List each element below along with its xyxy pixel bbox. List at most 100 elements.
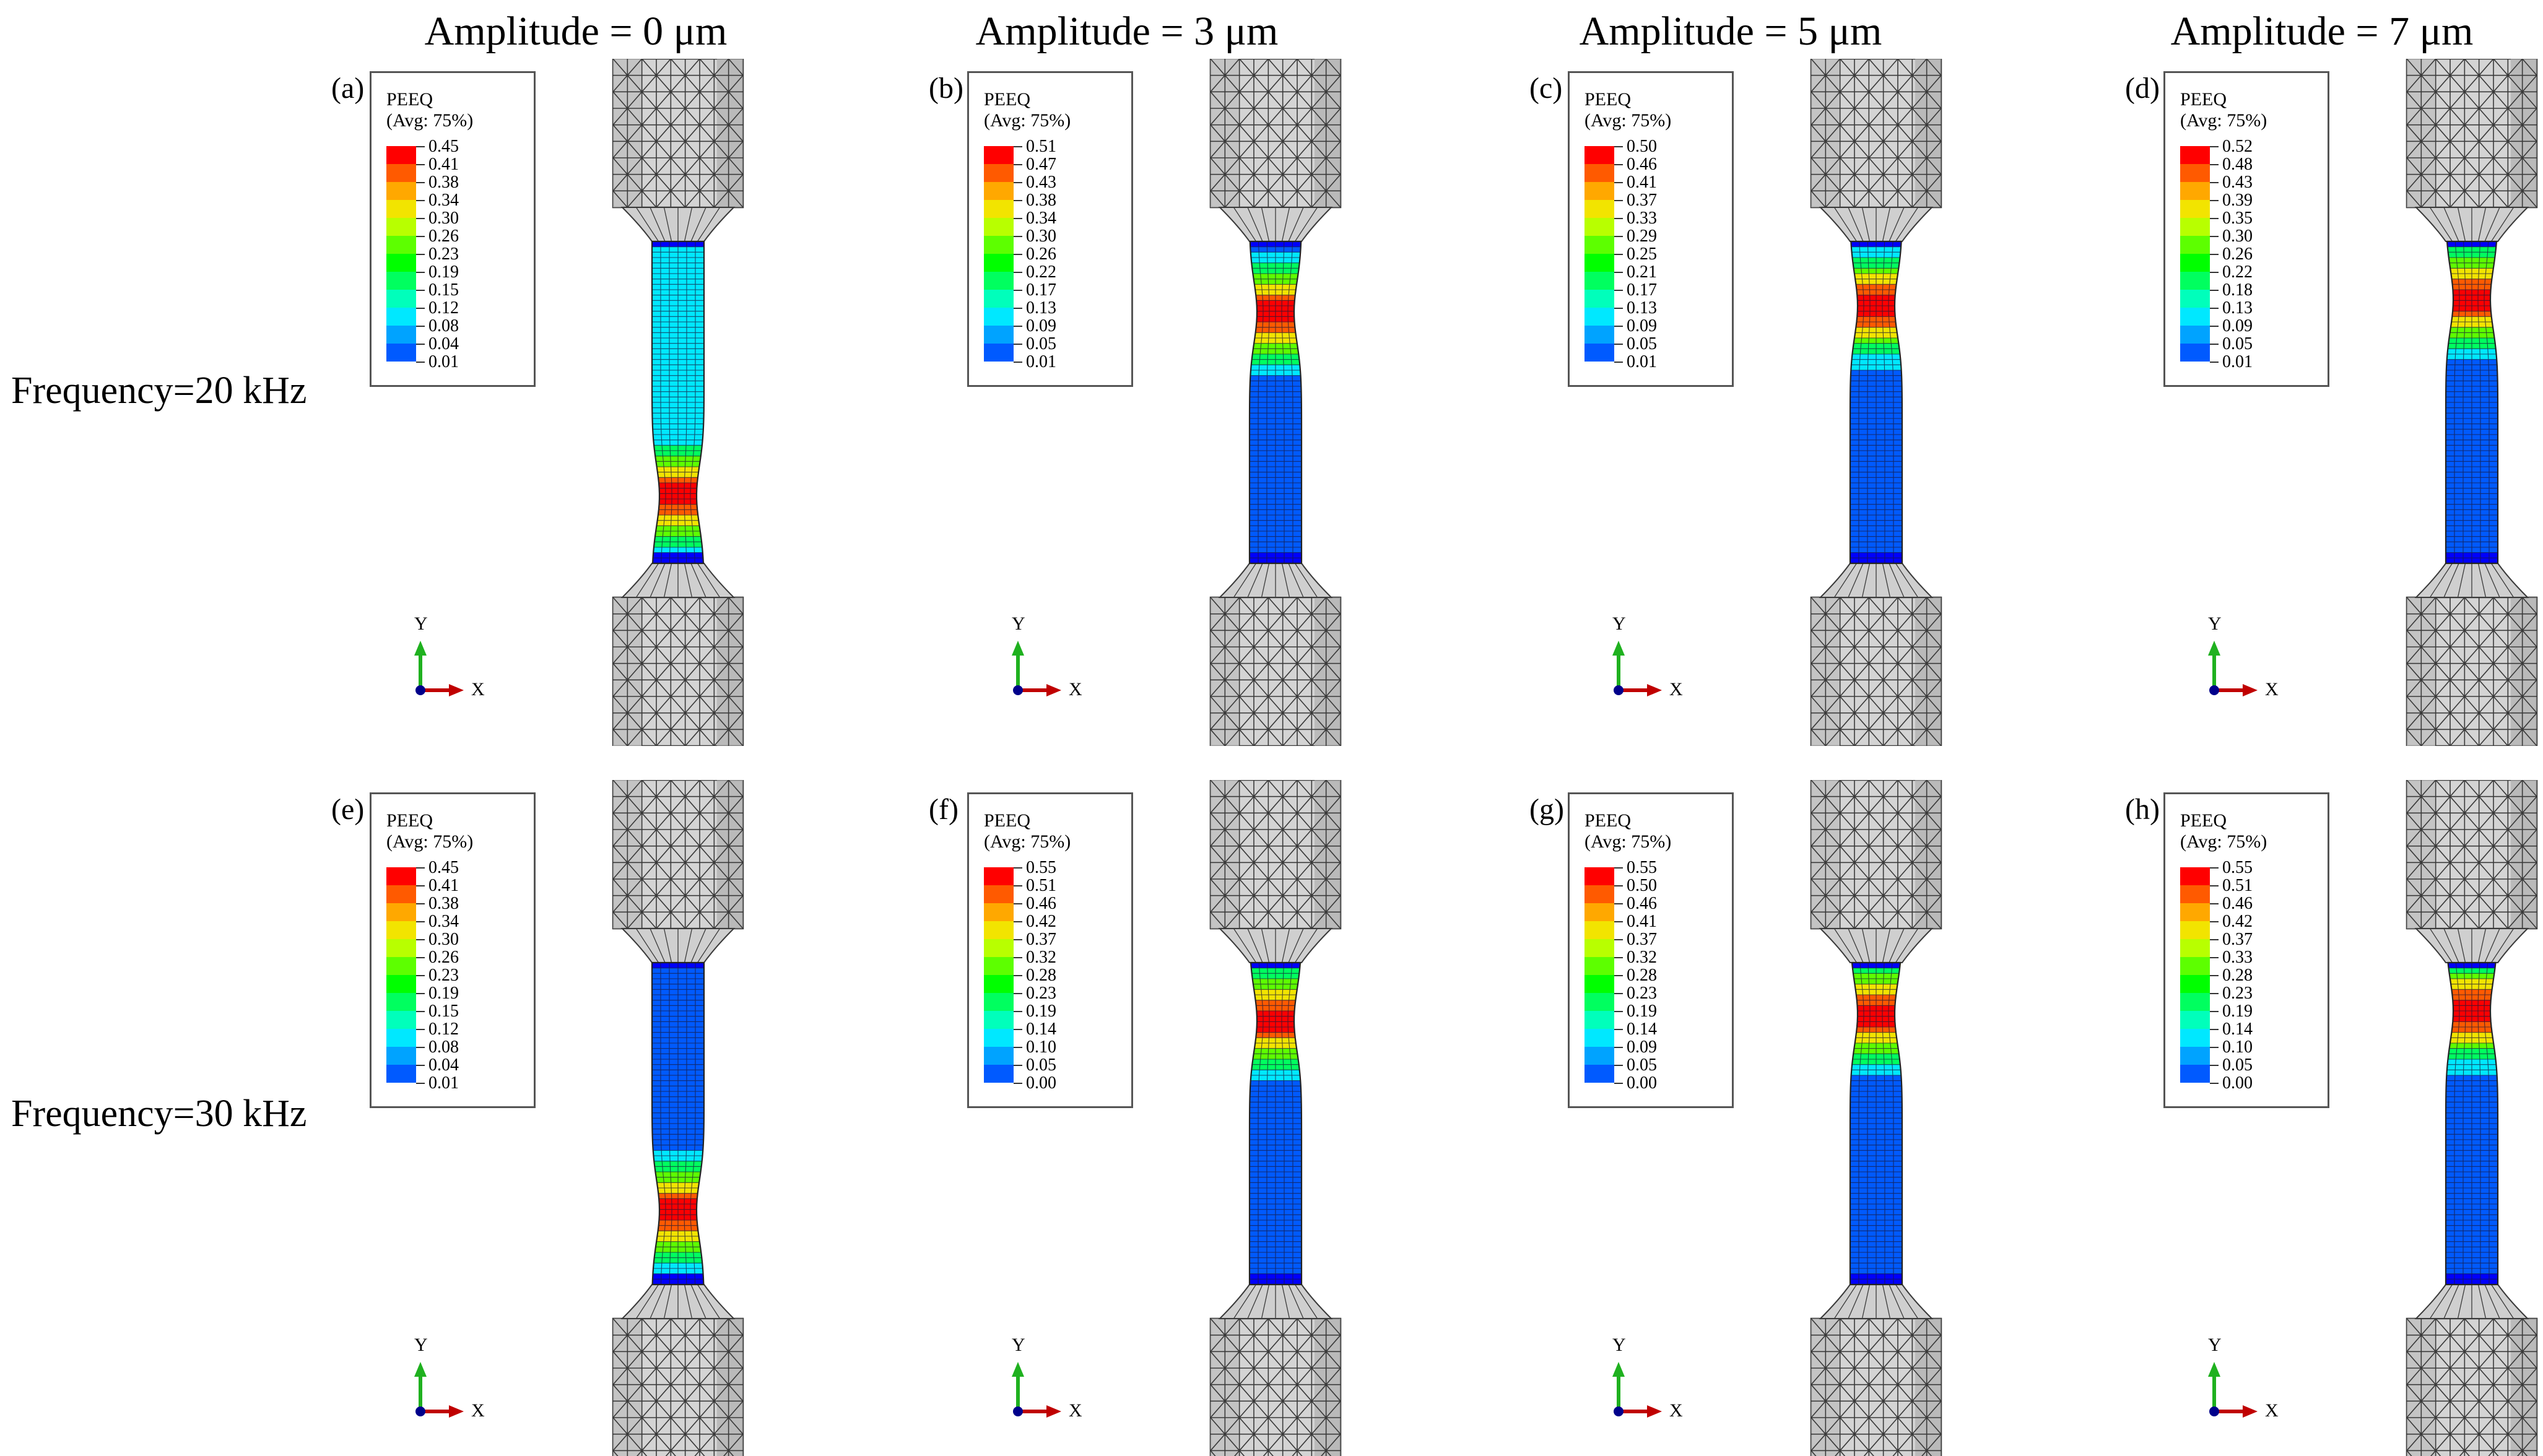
column-header-amp-7: Amplitude = 7 μm [2170, 9, 2474, 54]
row-header-30khz: Frequency=30 kHz [11, 1093, 307, 1135]
x-axis-label: X [1069, 679, 1082, 700]
legend-tick [1614, 290, 1623, 291]
legend-subtitle: (Avg: 75%) [2180, 831, 2267, 852]
legend-value: 0.12 [428, 1020, 459, 1039]
legend-value: 0.33 [1627, 209, 1657, 228]
legend-tick [416, 290, 425, 291]
top-grip [1810, 59, 1942, 209]
legend-value: 0.30 [2222, 227, 2253, 246]
legend-value: 0.38 [428, 894, 459, 913]
legend-tick [1014, 1065, 1022, 1066]
legend-tick [1614, 1083, 1623, 1084]
legend-swatch [984, 218, 1014, 236]
legend-subtitle: (Avg: 75%) [2180, 110, 2267, 131]
legend-value: 0.28 [2222, 966, 2253, 985]
legend-swatch [984, 1047, 1014, 1065]
legend-swatch [2180, 993, 2210, 1011]
legend-value: 0.23 [428, 966, 459, 985]
legend-tick [416, 885, 425, 886]
legend-swatch [2180, 200, 2210, 218]
legend-value: 0.23 [2222, 984, 2253, 1003]
legend-tick [1614, 993, 1623, 994]
legend-tick [2210, 1047, 2219, 1048]
panel-letter: (a) [331, 72, 365, 105]
legend-tick [416, 272, 425, 273]
legend-value: 0.29 [1627, 227, 1657, 246]
legend-value: 0.13 [2222, 298, 2253, 318]
legend-title: PEEQ [1584, 89, 1631, 110]
row-header-20khz: Frequency=20 kHz [11, 370, 307, 412]
y-axis-label: Y [2208, 1335, 2222, 1355]
tensile-specimen [2406, 59, 2538, 746]
legend-tick [416, 146, 425, 147]
legend-title: PEEQ [984, 89, 1030, 110]
legend-value: 0.26 [428, 227, 459, 246]
legend-swatch [2180, 272, 2210, 290]
bottom-grip [1810, 1317, 1942, 1456]
legend-swatch [386, 885, 416, 903]
legend-tick [1614, 903, 1623, 904]
legend-swatch [984, 272, 1014, 290]
legend-value: 0.15 [428, 280, 459, 300]
legend-tick [1614, 254, 1623, 255]
bottom-grip [1209, 1317, 1342, 1456]
bottom-grip [612, 596, 744, 746]
legend-value: 0.17 [1026, 280, 1056, 300]
legend-value: 0.23 [428, 245, 459, 264]
top-grip [1810, 780, 1942, 930]
legend-tick [1014, 308, 1022, 309]
x-axis-label: X [1669, 1400, 1683, 1421]
legend-tick [416, 867, 425, 869]
legend-swatch [386, 1047, 416, 1065]
legend-tick [1014, 993, 1022, 994]
legend-subtitle: (Avg: 75%) [984, 110, 1071, 131]
axis-origin [2209, 1406, 2219, 1416]
x-axis-arrowhead [1647, 1405, 1662, 1418]
y-axis-label: Y [1612, 1335, 1626, 1355]
legend-subtitle: (Avg: 75%) [386, 831, 474, 852]
x-axis-arrowhead [1046, 684, 1061, 696]
legend-swatch [984, 975, 1014, 993]
legend-tick [416, 200, 425, 201]
panel-letter: (c) [1529, 72, 1563, 105]
legend-value: 0.09 [2222, 316, 2253, 336]
legend-tick [2210, 867, 2219, 869]
legend-swatch [984, 1065, 1014, 1083]
legend-swatch [2180, 308, 2210, 326]
legend-swatch [2180, 326, 2210, 344]
legend-swatch [2180, 164, 2210, 182]
legend-value: 0.50 [1627, 876, 1657, 895]
legend-swatch [2180, 957, 2210, 975]
legend-tick [1014, 236, 1022, 237]
legend-swatch [984, 146, 1014, 164]
legend-tick [416, 326, 425, 327]
legend-swatch [1584, 344, 1614, 362]
tensile-specimen [612, 59, 744, 746]
legend-value: 0.33 [2222, 948, 2253, 967]
legend-value: 0.38 [428, 173, 459, 192]
axis-triad-arrows [1012, 641, 1061, 696]
legend-title: PEEQ [2180, 810, 2227, 831]
legend-swatch [984, 344, 1014, 362]
legend-tick [416, 957, 425, 958]
legend-swatch [984, 993, 1014, 1011]
legend-tick [1614, 1011, 1623, 1012]
legend-swatch [2180, 921, 2210, 939]
legend-value: 0.43 [1026, 173, 1056, 192]
legend-value: 0.12 [428, 298, 459, 318]
legend-swatch [386, 1011, 416, 1029]
legend-swatch [386, 236, 416, 254]
legend-tick [2210, 1083, 2219, 1084]
legend-swatch [1584, 200, 1614, 218]
legend-value: 0.35 [2222, 209, 2253, 228]
